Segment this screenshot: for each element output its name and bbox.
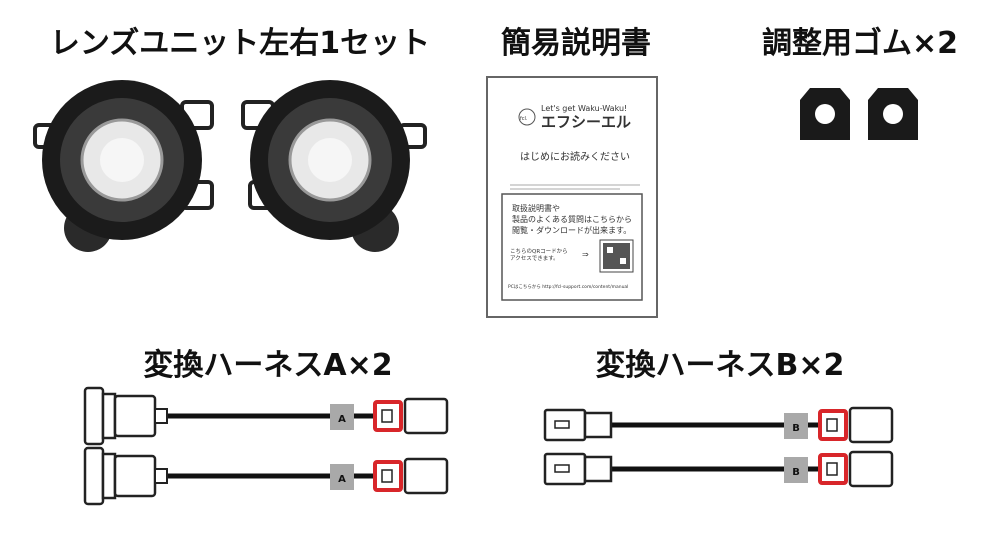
red-connector-latch (381, 469, 393, 483)
manual-box-line: 取扱説明書や (512, 203, 560, 213)
qr-text: こちらのQRコードから (510, 248, 568, 255)
h11-connector-body (113, 454, 157, 498)
label-tag-text: B (792, 423, 800, 434)
connector-boot (154, 468, 168, 484)
lens-unit-left (33, 80, 214, 252)
red-connector-latch (826, 462, 838, 476)
lens-connector (848, 450, 894, 488)
lens-connector (403, 457, 449, 495)
connector-slot (554, 464, 570, 473)
harness-a-title: 変換ハーネスA×2 (143, 348, 393, 383)
manual-heading: はじめにお読みください (520, 150, 630, 163)
h11-connector (83, 446, 105, 506)
oem-connector-body (583, 455, 613, 483)
label-tag (330, 464, 354, 490)
label-tag-text: A (338, 414, 346, 425)
rubber-piece (868, 88, 918, 140)
manual-title: 簡易説明書 (501, 26, 651, 61)
manual-box-line: 製品のよくある質問はこちらから (512, 214, 632, 224)
manual-box-line: 閲覧・ダウンロードが出来ます。 (512, 225, 631, 235)
qr-text: アクセスできます。 (510, 255, 559, 262)
harness-b-title: 変換ハーネスB×2 (595, 348, 845, 383)
label-tag (330, 404, 354, 430)
h11-connector-body (113, 394, 157, 438)
manual-footer: PCはこちらから http://fcl-support.com/content/… (508, 283, 628, 290)
connector-slot (554, 420, 570, 429)
harness-cable: A (83, 446, 449, 506)
rubber-piece (800, 88, 850, 140)
manual-slogan: Let's get Waku-Waku! (541, 104, 627, 113)
oem-connector-body (583, 411, 613, 439)
red-connector-latch (381, 409, 393, 423)
lens-connector (848, 406, 894, 444)
harness-cable: B (543, 450, 894, 488)
label-tag-text: B (792, 467, 800, 478)
harness-cable: B (543, 406, 894, 444)
lens-unit-right (241, 80, 427, 252)
label-tag (784, 457, 808, 483)
lens-connector (403, 397, 449, 435)
arrow-icon: ⇒ (582, 250, 589, 259)
qr-code-icon (599, 239, 634, 273)
label-tag (784, 413, 808, 439)
label-tag-text: A (338, 474, 346, 485)
connector-boot (154, 408, 168, 424)
manual-brand: エフシーエル (541, 113, 631, 131)
rubber-title: 調整用ゴム×2 (761, 26, 959, 61)
lens-unit-title: レンズユニット左右1セット (49, 26, 431, 61)
manual-booklet: fcl. Let's get Waku-Waku! エフシーエル はじめにお読み… (486, 76, 658, 318)
harness-cable: A (83, 386, 449, 446)
logo-badge: fcl. (520, 116, 528, 122)
h11-connector-collar (101, 452, 117, 500)
h11-connector-collar (101, 392, 117, 440)
h11-connector (83, 386, 105, 446)
red-connector-latch (826, 418, 838, 432)
lightbulb-logo-icon (518, 108, 536, 126)
